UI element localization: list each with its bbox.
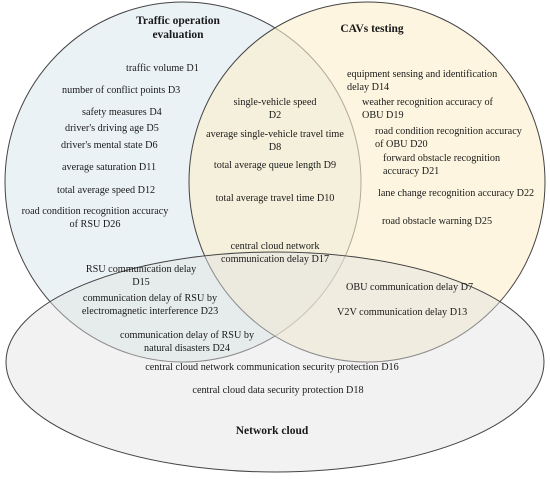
traffic-title-line1: Traffic operation — [136, 15, 220, 27]
cavs-testing-title: CAVs testing — [340, 23, 404, 35]
cavs-testing-circle — [188, 1, 546, 363]
item-d21-line1: forward obstacle recognition — [383, 153, 501, 164]
item-d1: traffic volume D1 — [126, 63, 199, 74]
item-d17-line2: communication delay D17 — [220, 254, 330, 265]
traffic-title-line2: evaluation — [152, 29, 204, 41]
network-cloud-title: Network cloud — [235, 425, 309, 437]
item-d26-line1: road condition recognition accuracy — [21, 206, 169, 217]
item-d20-line1: road condition recognition accuracy — [375, 126, 522, 137]
item-d4: safety measures D4 — [82, 107, 162, 118]
item-d26: road condition recognition accuracy of R… — [22, 205, 169, 231]
item-d20-line2: of OBU D20 — [375, 139, 428, 150]
item-d8: average single-vehicle travel time D8 — [206, 128, 344, 154]
item-d12: total average speed D12 — [57, 185, 156, 196]
item-d15: RSU communication delay D15 — [86, 263, 196, 289]
item-d24-line1: communication delay of RSU by — [119, 330, 255, 341]
item-d7: OBU communication delay D7 — [346, 282, 474, 293]
item-d21: forward obstacle recognition accuracy D2… — [383, 152, 500, 178]
item-d10: total average travel time D10 — [215, 193, 335, 204]
item-d14-line1: equipment sensing and identification — [347, 69, 498, 80]
item-d2-line2: D2 — [268, 110, 282, 121]
item-d19: weather recognition accuracy of OBU D19 — [362, 96, 493, 122]
item-d14: equipment sensing and identification del… — [347, 68, 497, 94]
item-d13: V2V communication delay D13 — [337, 307, 468, 318]
item-d18: central cloud data security protection D… — [192, 385, 364, 396]
item-d8-line2: D8 — [268, 142, 282, 153]
item-d23-line2: electromagnetic interference D23 — [81, 306, 219, 317]
item-d22: lane change recognition accuracy D22 — [378, 188, 535, 199]
item-d19-line1: weather recognition accuracy of — [362, 97, 493, 108]
item-d26-line2: of RSU D26 — [69, 219, 121, 230]
item-d5: driver's driving age D5 — [65, 123, 159, 134]
item-d24-line2: natural disasters D24 — [143, 343, 230, 354]
item-d25: road obstacle warning D25 — [382, 216, 493, 227]
item-d11: average saturation D11 — [62, 162, 157, 173]
item-d15-line1: RSU communication delay — [85, 264, 197, 275]
item-d8-line1: average single-vehicle travel time — [206, 129, 344, 140]
item-d3: number of conflict points D3 — [62, 85, 181, 96]
item-d6: driver's mental state D6 — [61, 140, 158, 151]
network-cloud-ellipse — [5, 251, 545, 473]
item-d17: central cloud network communication dela… — [221, 240, 329, 266]
item-d24: communication delay of RSU by natural di… — [120, 329, 254, 355]
item-d9: total average queue length D9 — [213, 160, 337, 171]
item-d2: single-vehicle speed D2 — [234, 96, 317, 122]
item-d15-line2: D15 — [132, 277, 150, 288]
item-d16: central cloud network communication secu… — [145, 362, 399, 373]
item-d14-line2: delay D14 — [347, 82, 390, 93]
item-d17-line1: central cloud network — [230, 241, 320, 252]
item-d21-line2: accuracy D21 — [383, 166, 440, 177]
item-d2-line1: single-vehicle speed — [233, 97, 317, 108]
item-d23-line1: communication delay of RSU by — [82, 293, 218, 304]
item-d19-line2: OBU D19 — [362, 110, 404, 121]
traffic-operation-title: Traffic operation evaluation — [136, 14, 220, 42]
item-d23: communication delay of RSU by electromag… — [82, 292, 218, 318]
item-d20: road condition recognition accuracy of O… — [375, 125, 522, 151]
